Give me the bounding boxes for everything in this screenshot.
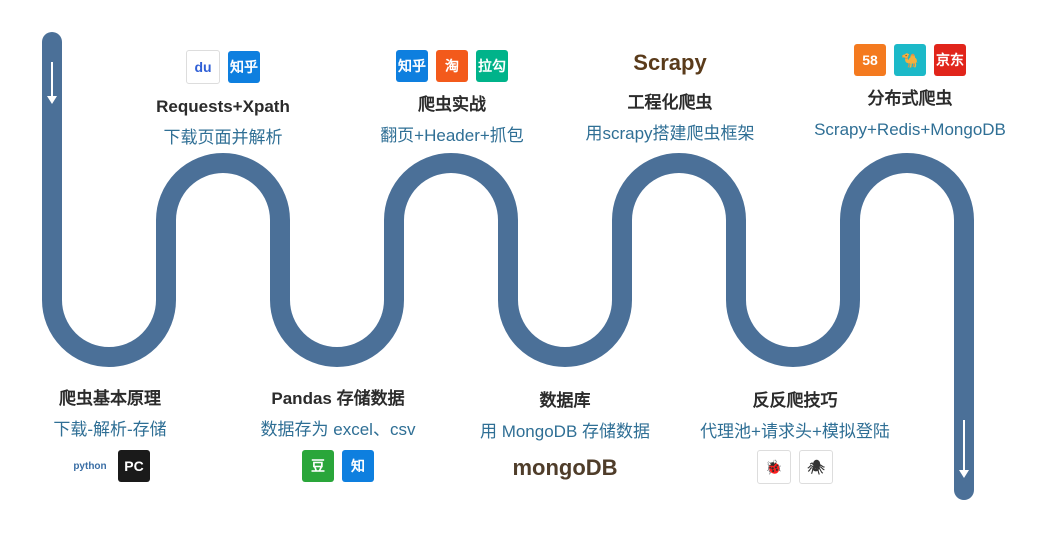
stop-subtitle: 翻页+Header+抓包 [380,126,524,145]
scrapy-logo: Scrapy [615,46,725,80]
zhihu-logo: 知 [342,450,374,482]
stop-title: 分布式爬虫 [867,89,953,108]
stop-database: 数据库 用 MongoDB 存储数据 mongoDB [465,390,665,486]
58-logo: 58 [854,44,886,76]
stop-title: 爬虫基本原理 [59,389,161,408]
qunar-logo: 🐪 [894,44,926,76]
python-logo: python [70,452,110,480]
stop-title: 数据库 [539,391,591,410]
stop-subtitle: Scrapy+Redis+MongoDB [814,120,1006,139]
stop-basics: 爬虫基本原理 下载-解析-存储 python PC [30,388,190,482]
bug-logo: 🐞 [757,450,791,484]
douban-logo: 豆 [302,450,334,482]
logo-group: python PC [30,450,190,482]
stop-subtitle: 下载-解析-存储 [53,420,167,439]
stop-title: Requests+Xpath [156,97,290,116]
stop-subtitle: 用 MongoDB 存储数据 [479,422,651,441]
mongodb-logo: mongoDB [495,450,635,486]
track-path [42,32,974,500]
baidu-logo: du [186,50,220,84]
stop-title: 工程化爬虫 [627,93,713,112]
logo-group: 58🐪京东 [795,44,1025,76]
stop-anti-crawl: 反反爬技巧 代理池+请求头+模拟登陆 🐞🕷 [685,390,905,484]
start-arrow-icon [47,62,57,104]
jd-logo: 京东 [934,44,966,76]
pycharm-logo: PC [118,450,150,482]
stop-title: 爬虫实战 [418,95,486,114]
stop-title: Pandas 存储数据 [271,389,405,408]
logo-group: 知乎淘拉勾 [362,50,542,82]
stop-title: 反反爬技巧 [752,391,838,410]
stop-subtitle: 下载页面并解析 [163,128,283,147]
zhihu-logo: 知乎 [396,50,428,82]
logo-group: mongoDB [465,450,665,486]
stop-subtitle: 用scrapy搭建爬虫框架 [585,124,755,143]
stop-distributed: 58🐪京东 分布式爬虫 Scrapy+Redis+MongoDB [795,44,1025,142]
taobao-logo: 淘 [436,50,468,82]
end-arrow-icon [959,420,969,478]
spider-logo: 🕷 [799,450,833,484]
logo-group: 豆知 [243,450,433,482]
logo-group: Scrapy [570,46,770,80]
logo-group: 🐞🕷 [685,450,905,484]
lagou-logo: 拉勾 [476,50,508,82]
stop-engineering: Scrapy 工程化爬虫 用scrapy搭建爬虫框架 [570,46,770,146]
zhihu-logo: 知乎 [228,51,260,83]
stop-crawler-practice: 知乎淘拉勾 爬虫实战 翻页+Header+抓包 [362,50,542,148]
stop-subtitle: 代理池+请求头+模拟登陆 [700,422,890,441]
stop-subtitle: 数据存为 excel、csv [260,420,416,439]
stop-pandas: Pandas 存储数据 数据存为 excel、csv 豆知 [243,388,433,482]
